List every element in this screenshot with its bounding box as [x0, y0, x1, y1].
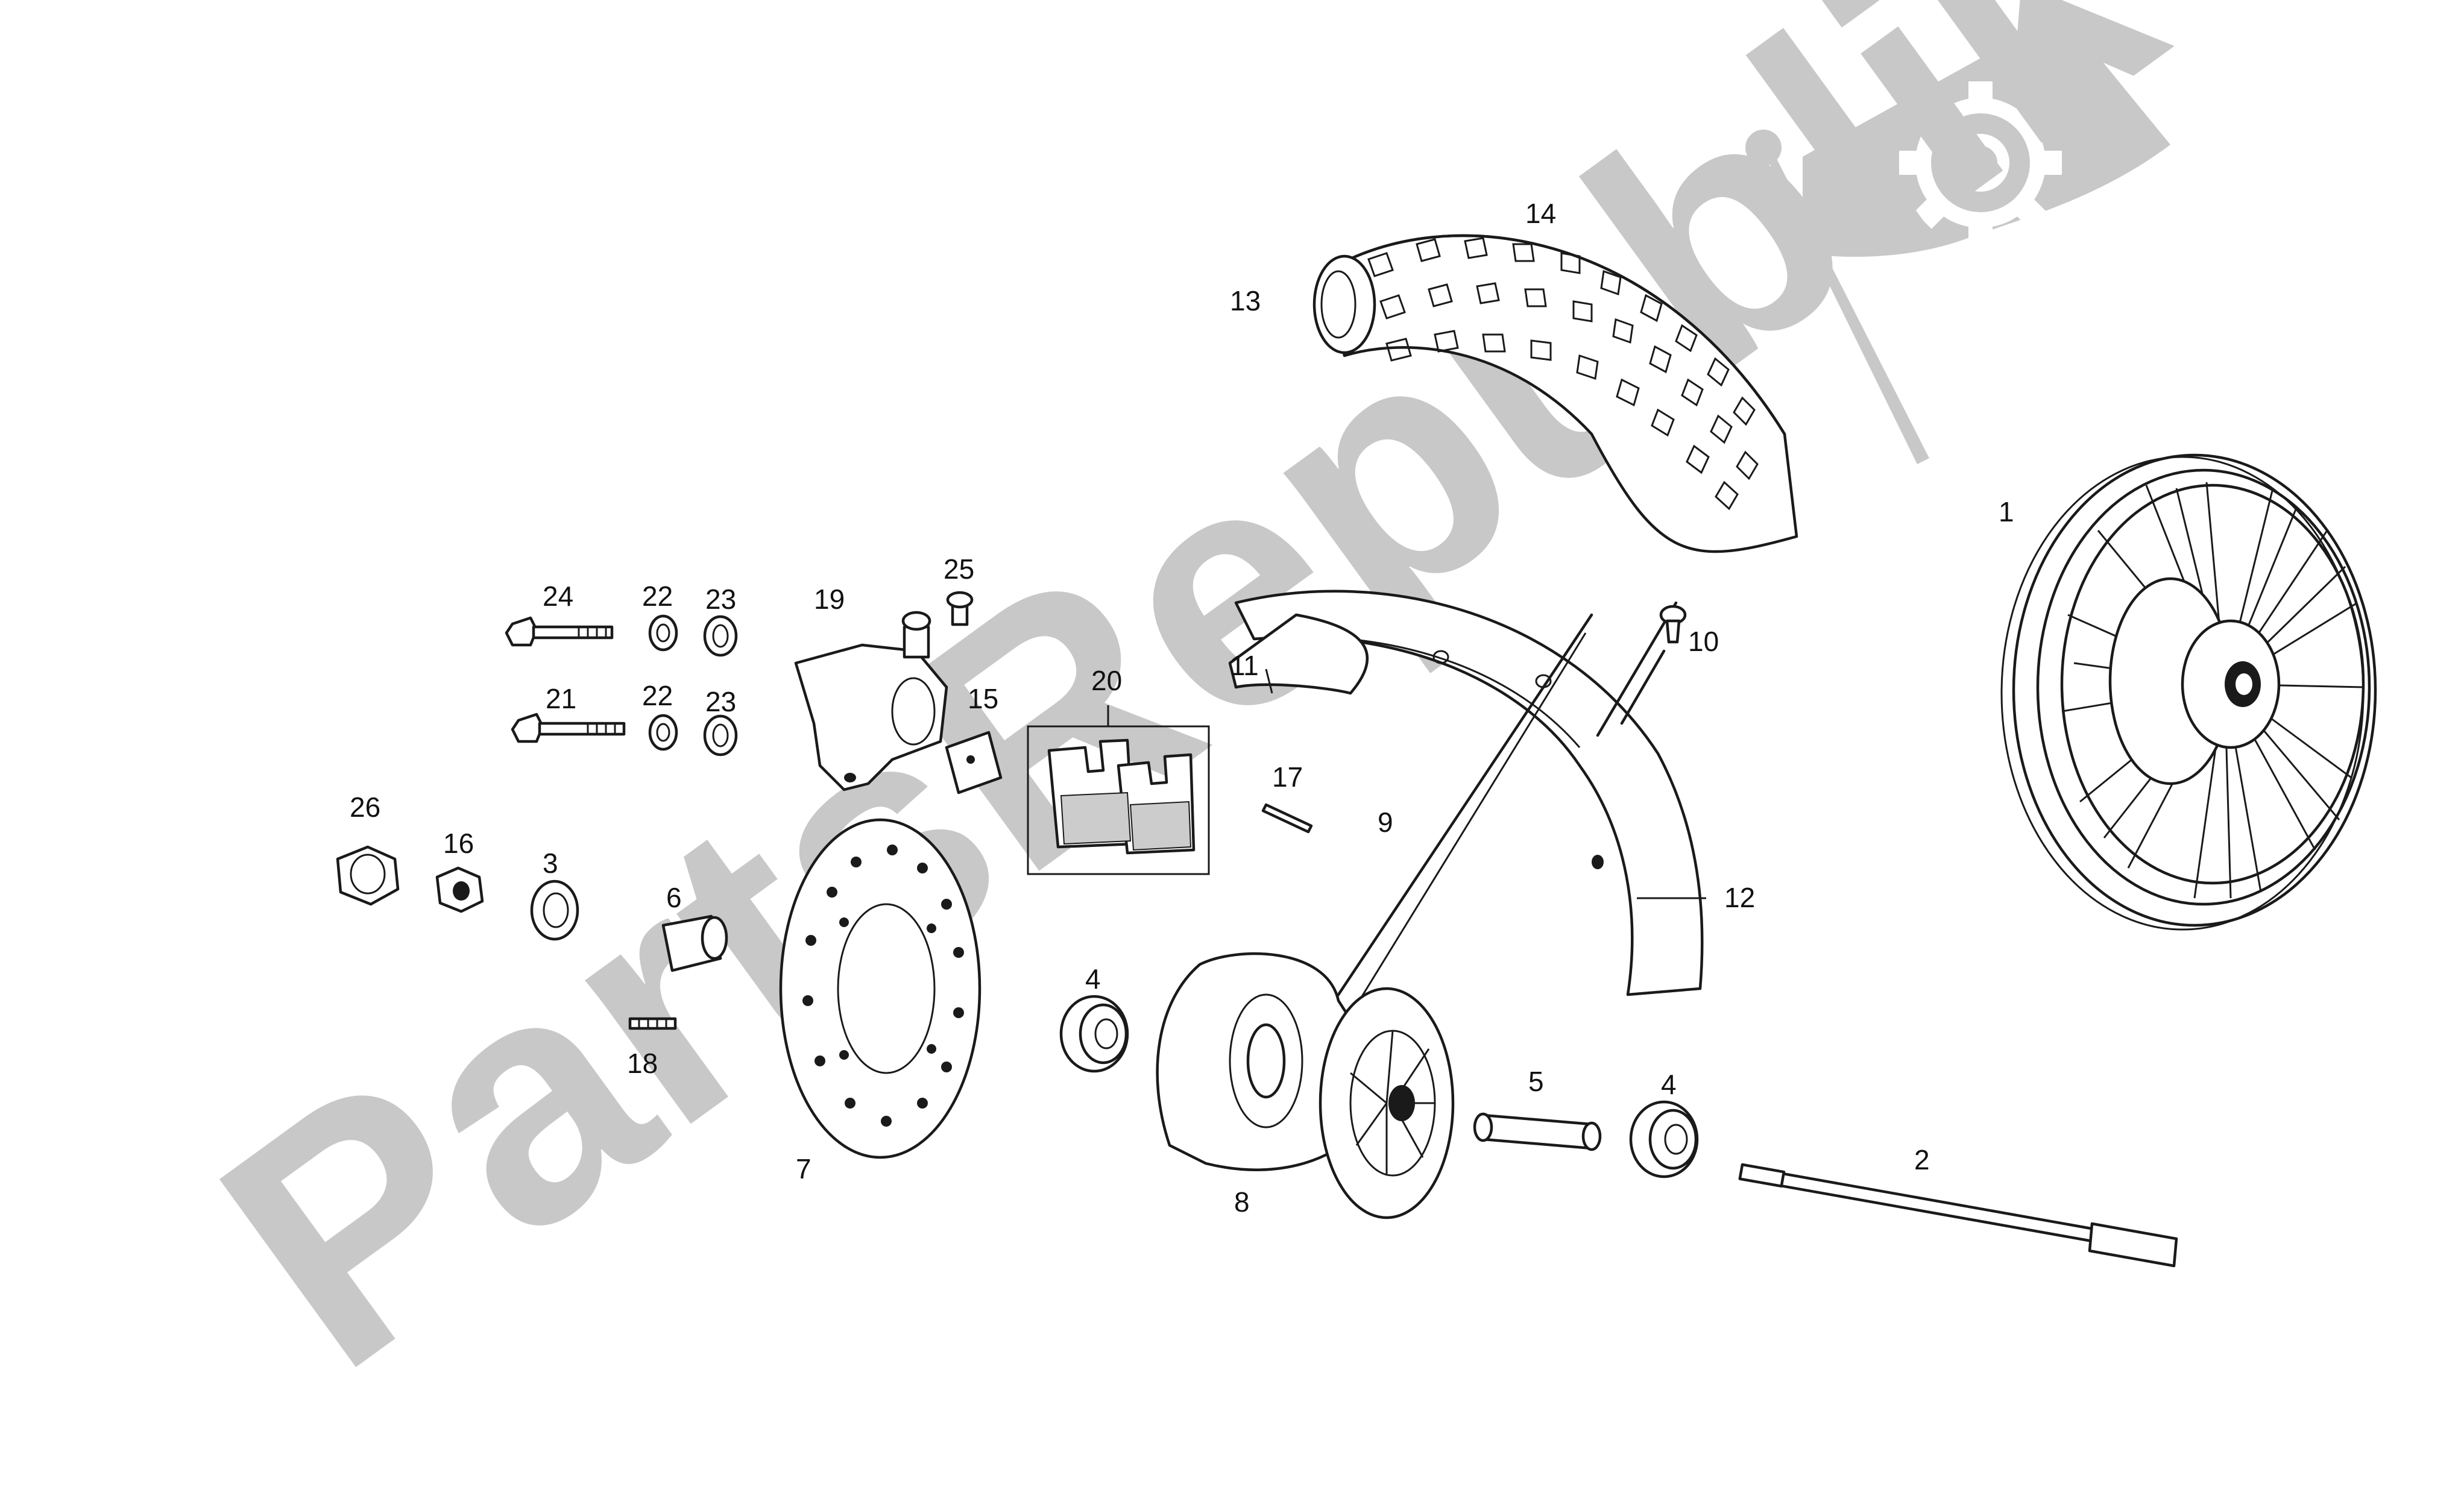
part-21-bolt: [511, 713, 626, 743]
part-20-brake-pads: [1027, 725, 1210, 875]
label-part-23: 23: [705, 686, 736, 717]
label-part-20: 20: [1091, 665, 1122, 696]
label-part-17: 17: [1272, 761, 1303, 793]
gear-icon: [1899, 81, 2062, 244]
label-part-10: 10: [1688, 626, 1719, 657]
label-part-1: 1: [1999, 496, 2014, 527]
label-part-6: 6: [666, 882, 682, 913]
part-2-axle: [1738, 1163, 2178, 1268]
label-part-5: 5: [1528, 1066, 1544, 1097]
part-6-spacer: [661, 914, 728, 972]
part-4-bearing-right: [1629, 1100, 1699, 1178]
label-part-4: 4: [1661, 1069, 1677, 1100]
part-15-pad-spring: [945, 731, 1003, 794]
label-part-26: 26: [350, 791, 380, 823]
part-13-14-tyre-and-tube: [1312, 234, 1798, 553]
label-part-18: 18: [627, 1048, 658, 1079]
watermark-text: PartsRepublik: [158, 0, 2219, 1440]
part-3-seal: [530, 879, 579, 941]
part-26-axle-nut: [336, 845, 400, 906]
leader-lines: [1107, 669, 1706, 899]
label-part-12: 12: [1724, 882, 1755, 913]
label-part-25: 25: [944, 553, 974, 585]
part-19-brake-caliper: [794, 611, 948, 791]
part-23-washers: [703, 615, 738, 757]
label-part-14: 14: [1525, 198, 1556, 229]
label-part-8: 8: [1234, 1186, 1250, 1218]
part-22-washers: [648, 614, 678, 751]
part-labels: 1 2 3 4 4 5 6 7 8 9 10 11 12 13 14 15 16…: [350, 198, 2014, 1218]
part-9-spokes: [1312, 601, 1678, 1033]
label-part-23: 23: [705, 584, 736, 615]
watermark-logo: [1745, 12, 2170, 464]
label-part-9: 9: [1378, 807, 1393, 838]
part-4-bearing-left: [1059, 995, 1129, 1073]
label-part-15: 15: [968, 683, 998, 714]
label-part-2: 2: [1914, 1144, 1930, 1175]
label-part-16: 16: [443, 828, 474, 859]
label-part-21: 21: [546, 683, 576, 714]
label-part-13: 13: [1230, 285, 1261, 316]
part-8-hub: [1156, 952, 1455, 1219]
label-part-19: 19: [814, 584, 845, 615]
part-16-nut: [435, 866, 484, 913]
part-11-12-mudguard: [1228, 590, 1704, 996]
label-part-7: 7: [796, 1153, 811, 1185]
label-part-4: 4: [1085, 963, 1101, 995]
part-25-bleed-screw: [946, 591, 974, 626]
label-part-3: 3: [543, 848, 558, 879]
part-1-wheel: [2000, 453, 2377, 931]
part-18-screw: [628, 1017, 677, 1030]
label-part-24: 24: [543, 580, 573, 612]
label-part-22: 22: [642, 580, 673, 612]
label-part-11: 11: [1230, 650, 1259, 681]
label-part-22: 22: [642, 680, 673, 711]
part-10-nipple: [1659, 605, 1687, 644]
watermark: PartsRepublik: [158, 0, 2219, 1440]
part-24-bolt: [505, 616, 614, 647]
part-5-spacer: [1473, 1112, 1602, 1151]
part-7-brake-disc: [779, 818, 982, 1159]
part-17-valve: [1261, 803, 1313, 834]
